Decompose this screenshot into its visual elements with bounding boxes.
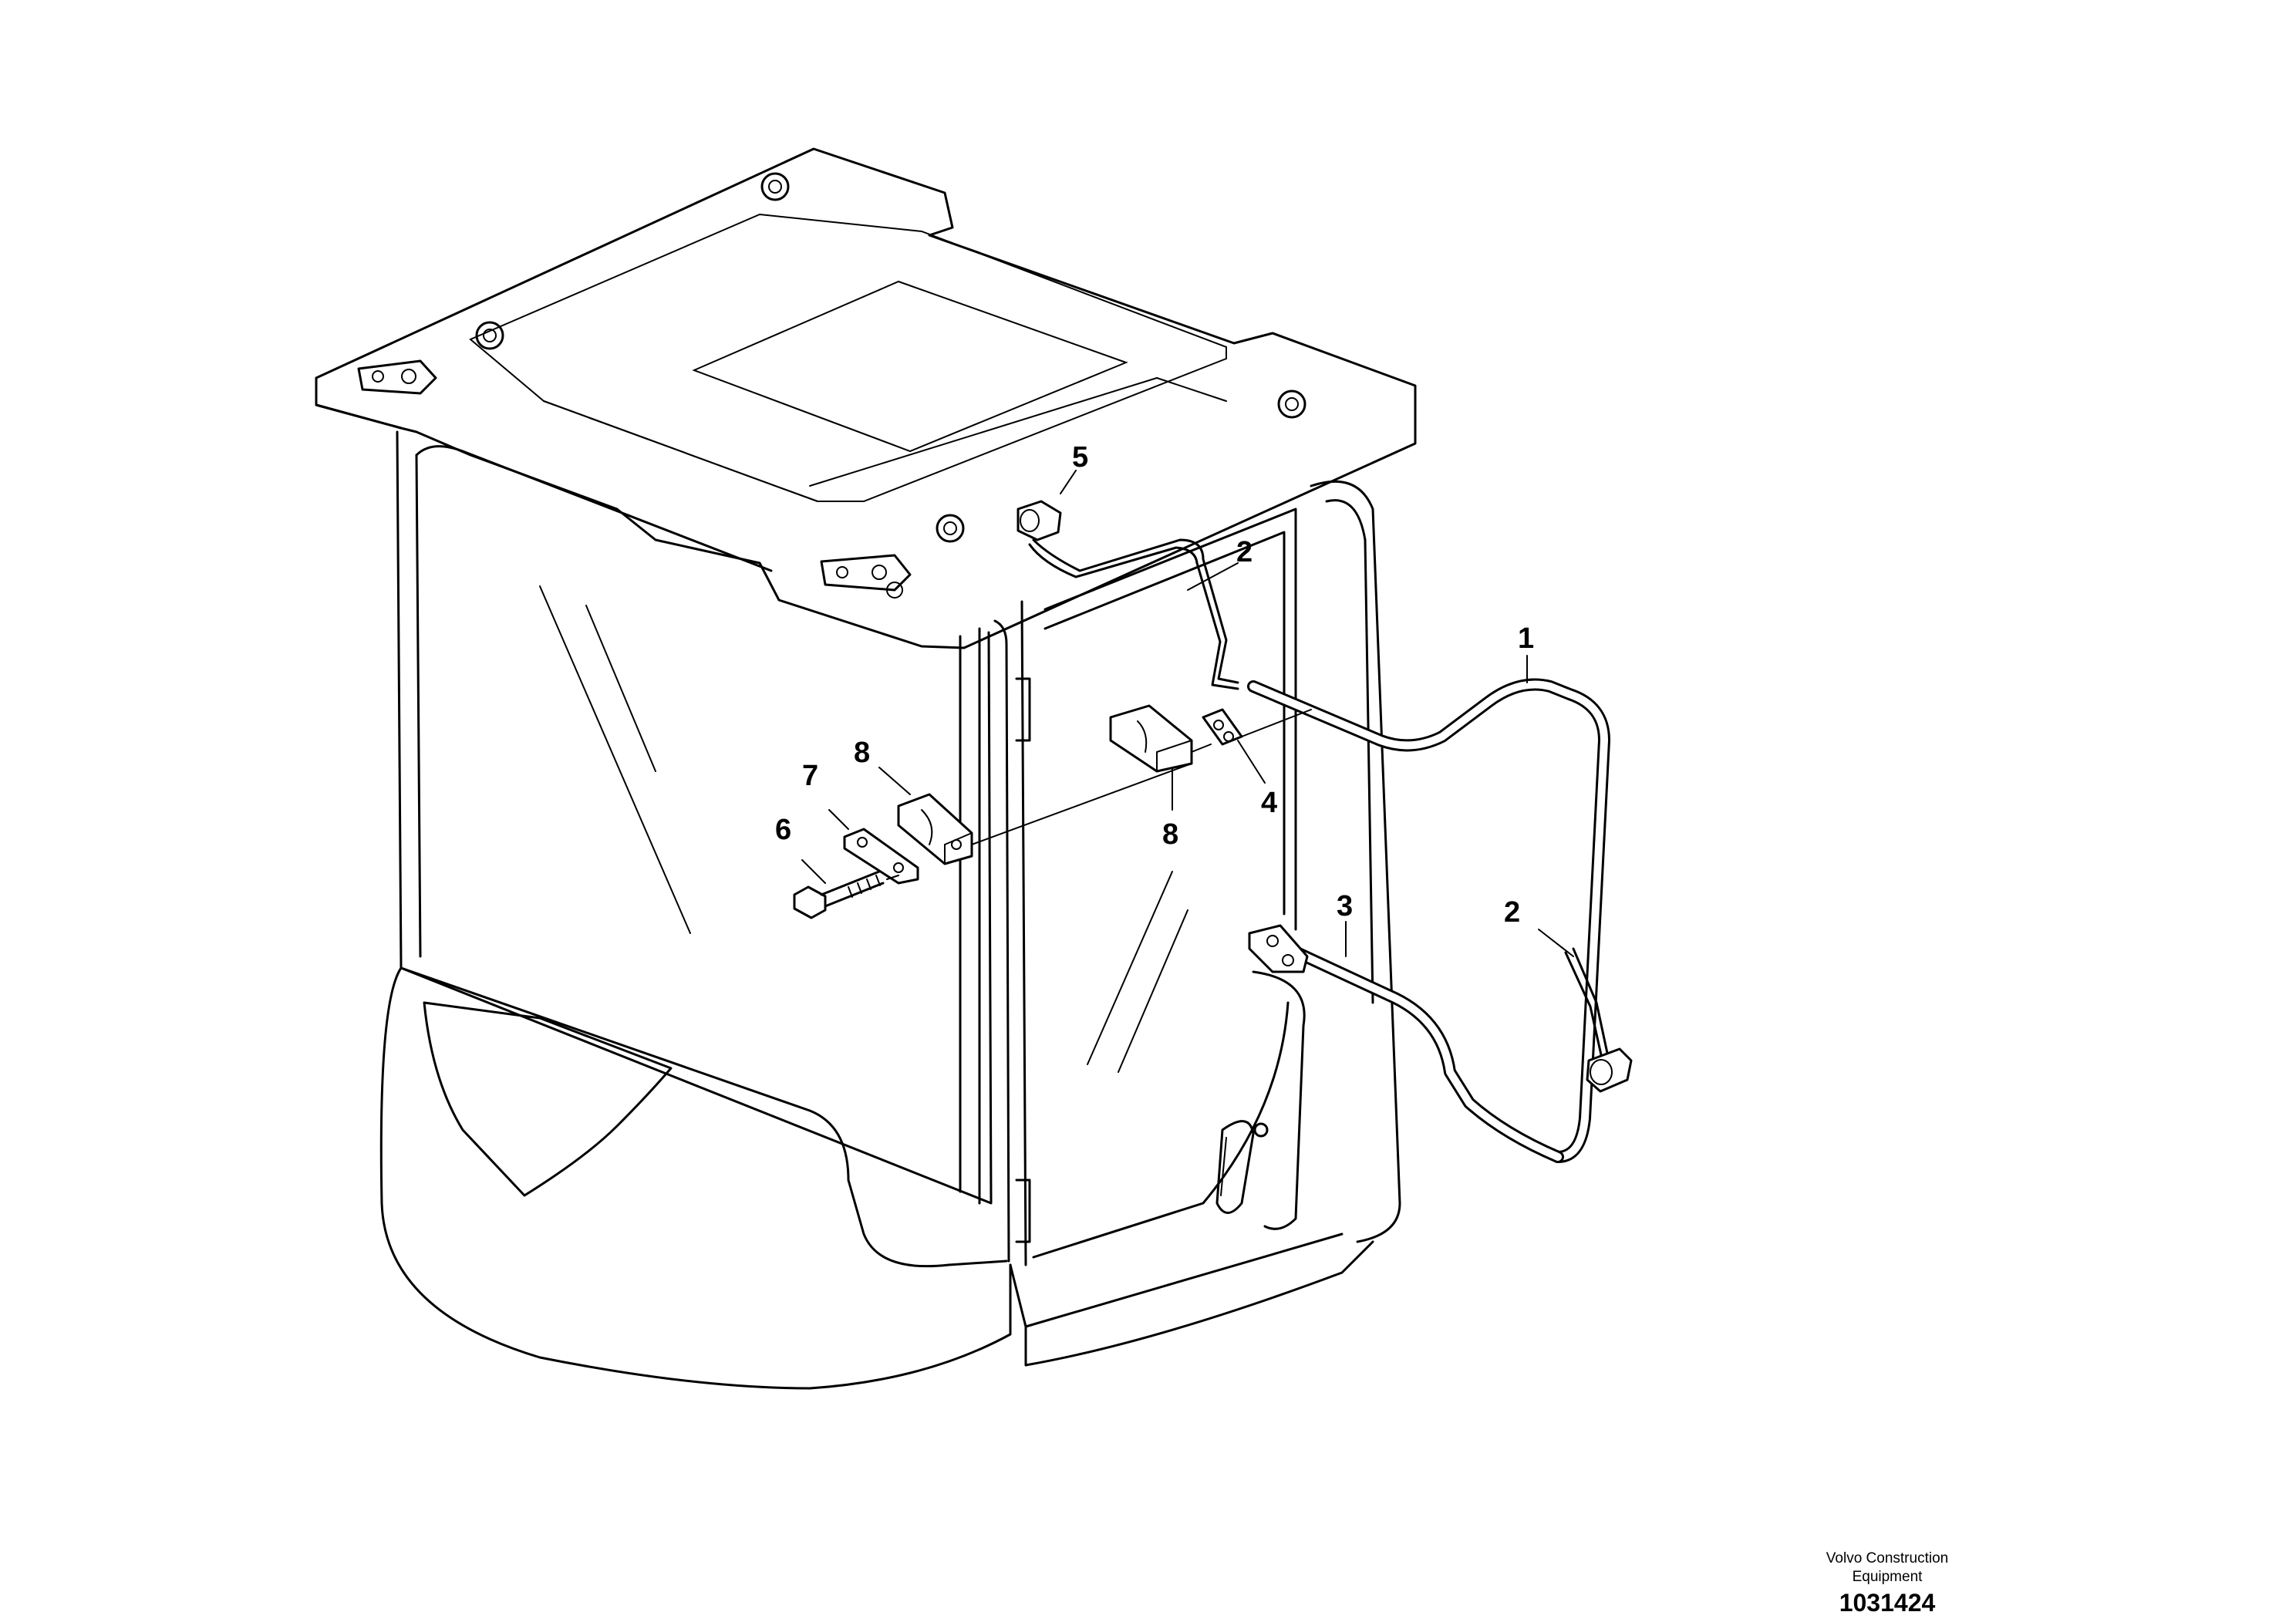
upper-mirror-bracket <box>1247 678 1610 1163</box>
callout-8-left: 8 <box>854 737 870 769</box>
lifting-eye-right <box>820 554 912 599</box>
bolt-6 <box>793 870 885 919</box>
plate-7 <box>843 828 919 885</box>
cab-roof <box>315 147 1417 649</box>
cab-lower-body <box>379 966 1374 1390</box>
plate-4 <box>1202 708 1243 746</box>
roof-bolts <box>475 172 1306 543</box>
roof-bolt <box>1277 389 1306 419</box>
wiring-harness <box>1028 538 1610 1060</box>
callout-2-lower: 2 <box>1504 896 1520 929</box>
connector-5 <box>1017 500 1062 541</box>
leader-lines <box>801 470 1574 957</box>
credit-line-2: Equipment <box>1852 1569 1923 1585</box>
roof-bolt <box>760 172 790 201</box>
roof-bolt <box>475 321 504 350</box>
drawing-number: 1031424 <box>1839 1589 1936 1617</box>
cab-body <box>396 430 1401 1266</box>
clip-8-left <box>897 793 973 865</box>
mirror-connector <box>1586 1047 1633 1093</box>
roof-bolt <box>936 514 965 543</box>
lower-mirror-bracket <box>1248 924 1564 1163</box>
credit-line-1: Volvo Construction <box>1826 1550 1949 1566</box>
lifting-eye-left <box>357 359 437 395</box>
callout-8-right: 8 <box>1162 818 1178 851</box>
callout-2-upper: 2 <box>1236 536 1253 568</box>
callout-1: 1 <box>1518 622 1534 655</box>
callout-7: 7 <box>802 760 818 792</box>
callout-5: 5 <box>1072 441 1088 474</box>
callout-4: 4 <box>1261 787 1277 819</box>
assembly-axis <box>886 709 1312 880</box>
callout-6: 6 <box>775 814 791 846</box>
callout-3: 3 <box>1337 890 1353 922</box>
clip-8-upper <box>1109 704 1193 773</box>
